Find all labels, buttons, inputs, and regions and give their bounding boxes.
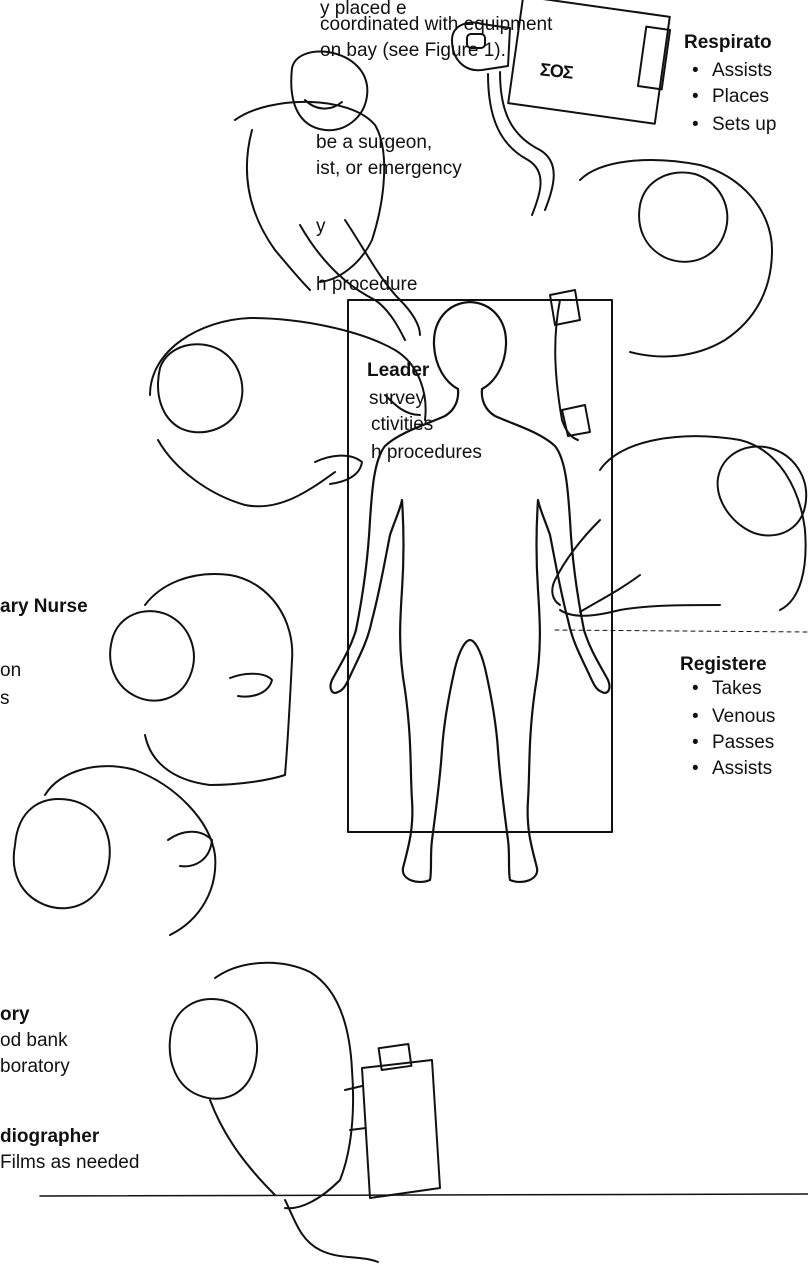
primary-nurse-line-1: on xyxy=(0,660,21,682)
radiographer-title: diographer xyxy=(0,1126,99,1148)
respiratory-bullet-1: Assists xyxy=(712,60,772,82)
intro-line-4: be a surgeon, xyxy=(316,132,432,154)
intro-line-5: ist, or emergency xyxy=(316,158,462,180)
radiographer-figure xyxy=(170,963,378,1262)
registered-nurse-title: Registere xyxy=(680,654,767,676)
team-leader-title: Leader xyxy=(367,360,429,382)
intro-line-3: on bay (see Figure 1). xyxy=(320,40,506,62)
registered-nurse-bullet-2: Venous xyxy=(712,706,775,728)
primary-nurse-figure xyxy=(110,574,292,785)
primary-nurse-line-2: s xyxy=(0,688,10,710)
physician-figure xyxy=(150,318,426,506)
laboratory-line-2: boratory xyxy=(0,1056,70,1078)
primary-nurse-title: ary Nurse xyxy=(0,596,88,618)
registered-nurse-bullet-3: Passes xyxy=(712,732,774,754)
registered-nurse-bullet-4: Assists xyxy=(712,758,772,780)
laboratory-line-1: od bank xyxy=(0,1030,68,1052)
team-leader-line-1: survey xyxy=(369,388,425,410)
respiratory-bullet-3: Sets up xyxy=(712,114,776,136)
team-leader-line-3: h procedures xyxy=(371,442,482,464)
xray-cassette xyxy=(345,1044,440,1198)
laboratory-title: ory xyxy=(0,1004,30,1026)
bottom-divider-line xyxy=(40,1194,808,1196)
registered-nurse-figure xyxy=(552,436,808,632)
lab-technician-figure xyxy=(14,766,216,935)
registered-nurse-bullet-1: Takes xyxy=(712,678,762,700)
respiratory-bullet-2: Places xyxy=(712,86,769,108)
team-leader-line-2: ctivities xyxy=(371,414,433,436)
ventilator-label: ΣOΣ xyxy=(539,58,574,83)
intro-line-7: h procedure xyxy=(316,274,417,296)
radiographer-line-1: Films as needed xyxy=(0,1152,139,1174)
team-leader-figure xyxy=(235,52,420,340)
intro-line-2: coordinated with equipment xyxy=(320,14,552,36)
respiratory-title: Respirato xyxy=(684,32,772,54)
intro-line-6: y xyxy=(316,216,326,238)
